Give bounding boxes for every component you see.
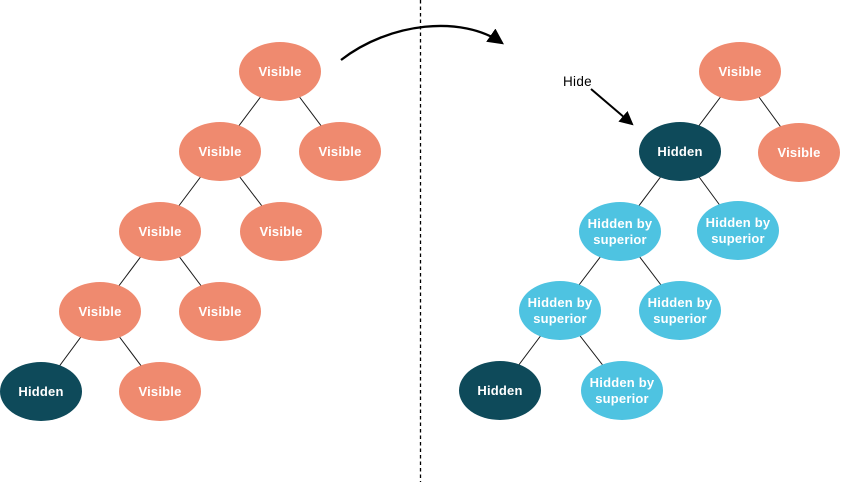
tree-node-visible: Visible [119, 202, 201, 261]
tree-node-hidden-by-superior: Hidden by superior [639, 281, 721, 340]
tree-node-hidden-by-superior: Hidden by superior [579, 202, 661, 261]
hide-arrow [590, 88, 634, 126]
tree-node-visible: Visible [239, 42, 321, 101]
tree-node-hidden: Hidden [639, 122, 721, 181]
tree-node-visible: Visible [179, 282, 261, 341]
tree-node-hidden-by-superior: Hidden by superior [519, 281, 601, 340]
hide-annotation-label: Hide [563, 74, 592, 89]
tree-node-visible: Visible [240, 202, 322, 261]
tree-node-hidden: Hidden [0, 362, 82, 421]
tree-node-visible: Visible [179, 122, 261, 181]
tree-node-hidden-by-superior: Hidden by superior [697, 201, 779, 260]
tree-node-hidden: Hidden [459, 361, 541, 420]
tree-node-visible: Visible [59, 282, 141, 341]
tree-node-visible: Visible [119, 362, 201, 421]
tree-node-hidden-by-superior: Hidden by superior [581, 361, 663, 420]
tree-node-visible: Visible [299, 122, 381, 181]
transform-arrow [340, 24, 504, 61]
tree-node-visible: Visible [758, 123, 840, 182]
tree-node-visible: Visible [699, 42, 781, 101]
